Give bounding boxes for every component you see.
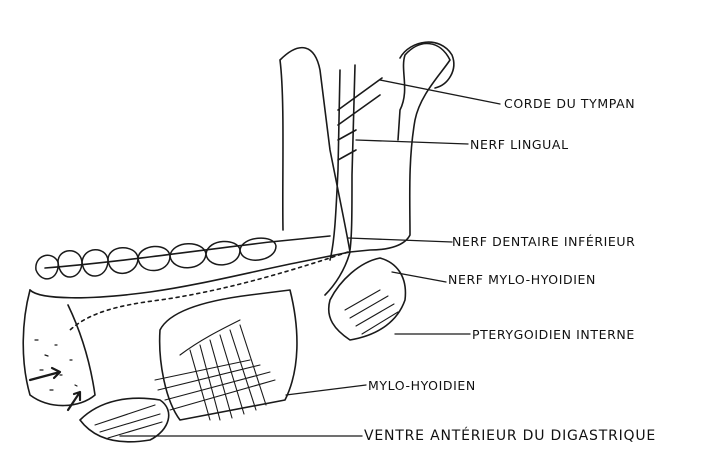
nerve-lingual-trunk <box>330 70 340 260</box>
arrow-2 <box>68 392 80 410</box>
label-nerf-lingual: NERF LINGUAL <box>470 137 569 152</box>
leader-mylo-nerve <box>392 272 446 282</box>
medial-pterygoid-outline <box>329 258 406 340</box>
label-nerf-dentaire-inferieur: NERF DENTAIRE INFÉRIEUR <box>452 234 635 249</box>
symphysis-stipple <box>35 340 77 390</box>
leader-dentaire <box>348 238 452 242</box>
digastric-hatch <box>95 405 162 438</box>
label-nerf-mylo-hyoidien: NERF MYLO-HYOIDIEN <box>448 272 596 287</box>
label-ventre-anterieur-du-digastrique: VENTRE ANTÉRIEUR DU DIGASTRIQUE <box>364 428 656 444</box>
nerve-dental-trunk <box>350 65 355 250</box>
symphysis-outline <box>23 290 95 406</box>
leader-mylo <box>286 385 366 395</box>
label-corde-du-tympan: CORDE DU TYMPAN <box>504 96 635 111</box>
arrow-1 <box>30 368 60 380</box>
label-mylo-hyoidien: MYLO-HYOIDIEN <box>368 378 476 393</box>
leader-corde <box>380 80 500 104</box>
label-pterygoidien-interne: PTERYGOIDIEN INTERNE <box>472 327 635 342</box>
medial-pterygoid-hatch <box>345 290 398 334</box>
inferior-alveolar-canal <box>70 252 348 330</box>
mandible-lower-border <box>30 252 350 298</box>
chorda-tympani <box>338 78 382 125</box>
teeth-row <box>36 238 276 279</box>
mandible-ramus <box>280 44 450 252</box>
